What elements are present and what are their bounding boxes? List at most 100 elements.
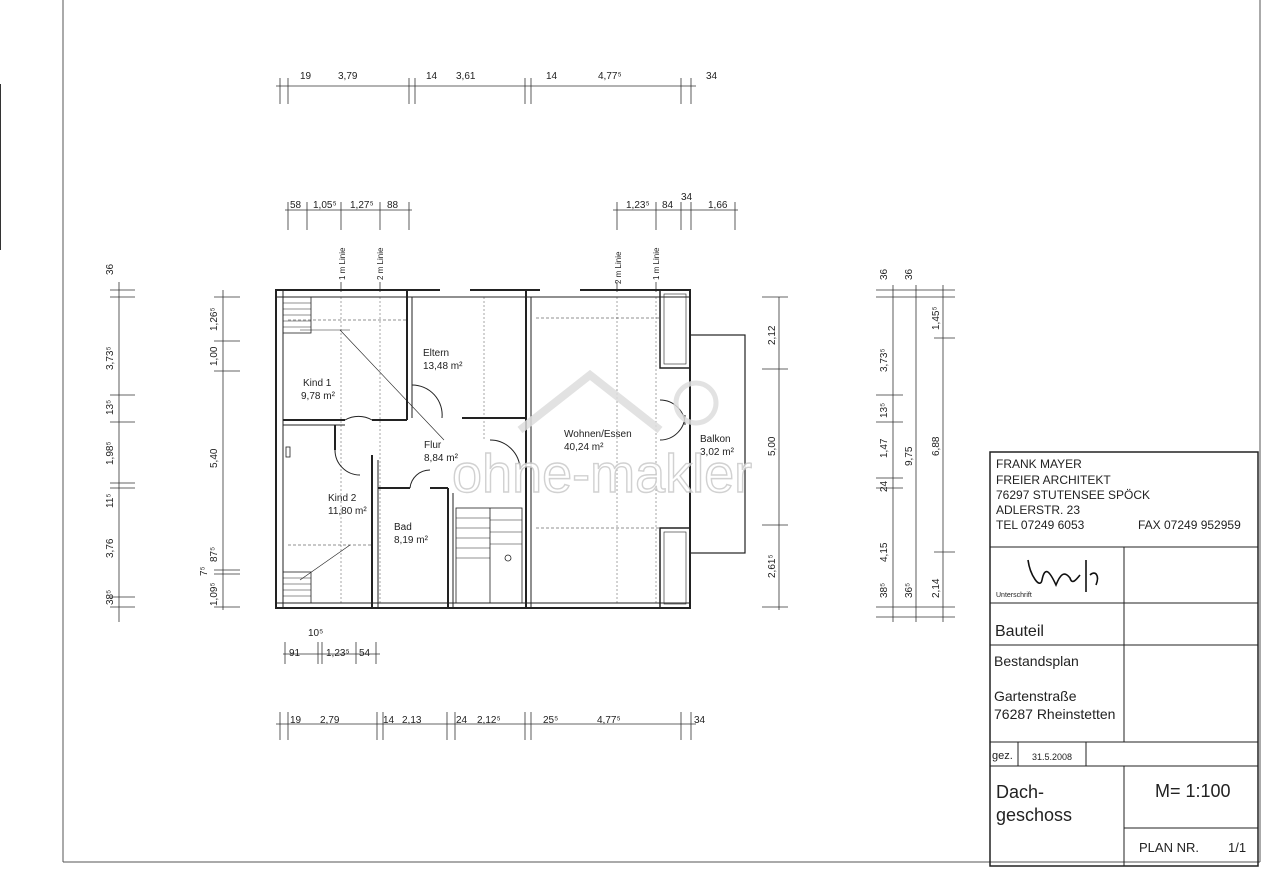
- dim-right-inner-2: 5,00: [767, 436, 778, 456]
- dimension-chain-left: [110, 282, 240, 622]
- sheet-border: [0, 0, 1261, 863]
- dim-left-outer-5: 11⁵: [105, 493, 116, 508]
- dim-right-a-1: 36: [879, 268, 890, 280]
- architect-tel: TEL 07249 6053: [996, 518, 1085, 532]
- dim-bottom-inner-1: 10⁵: [308, 628, 323, 639]
- room-bad-area: 8,19 m²: [394, 535, 429, 546]
- room-wohnen-name: Wohnen/Essen: [564, 429, 632, 440]
- bauteil-label: Bauteil: [995, 623, 1044, 640]
- floor-name-line1: Dach-: [996, 782, 1044, 802]
- dimension-chain-bottom: [276, 642, 696, 740]
- dim-left-outer-3: 13⁵: [105, 400, 116, 415]
- drawing-scale: M= 1:100: [1155, 781, 1231, 801]
- dim-right-b-1: 36: [904, 268, 915, 280]
- room-balkon-name: Balkon: [700, 434, 731, 445]
- dim-bottom-outer-3: 14: [383, 715, 395, 726]
- floor-plan-walls: [275, 288, 746, 609]
- room-flur-area: 8,84 m²: [424, 453, 459, 464]
- dimension-chain-top-outer: [276, 78, 696, 104]
- line-label-4: 1 m Linie: [652, 247, 661, 280]
- gez-label: gez.: [992, 750, 1013, 762]
- watermark-text: ohne-makler: [452, 444, 752, 504]
- dim-bottom-outer-5: 24: [456, 715, 468, 726]
- dim-left-outer-4: 1,98⁵: [105, 441, 116, 465]
- line-label-1: 1 m Linie: [338, 247, 347, 280]
- plan-type: Bestandsplan: [994, 653, 1079, 669]
- plan-number: 1/1: [1228, 840, 1246, 855]
- dim-right-c-2: 6,88: [931, 436, 942, 456]
- dim-right-c-1: 1,45⁵: [931, 306, 942, 330]
- dim-top-inner-left-2: 1,05⁵: [313, 200, 337, 211]
- room-eltern-area: 13,48 m²: [423, 361, 463, 372]
- signature-label: Unterschrift: [996, 592, 1032, 599]
- dim-top-inner-right-1: 1,23⁵: [626, 200, 650, 211]
- dim-left-inner-3: 5,40: [209, 448, 220, 468]
- architect-city: 76297 STUTENSEE SPÖCK: [996, 488, 1150, 502]
- dim-top-inner-right-3: 34: [681, 192, 693, 203]
- dim-bottom-inner-2: 91: [289, 648, 301, 659]
- dim-top-outer-1: 19: [300, 71, 312, 82]
- dim-left-inner-4: 87⁵: [209, 547, 220, 562]
- architect-fax: FAX 07249 952959: [1138, 518, 1241, 532]
- room-kind1-area: 9,78 m²: [301, 391, 336, 402]
- dim-bottom-inner-4: 54: [359, 648, 371, 659]
- tree-icon: [673, 380, 719, 426]
- dim-left-inner-6: 1,09⁵: [209, 582, 220, 606]
- dim-right-a-3: 13⁵: [879, 403, 890, 418]
- dim-bottom-outer-1: 19: [290, 715, 302, 726]
- dim-top-inner-right-2: 84: [662, 200, 674, 211]
- dimension-chain-top-inner: [285, 202, 738, 292]
- line-label-2: 2 m Linie: [376, 247, 385, 280]
- room-eltern-name: Eltern: [423, 348, 449, 359]
- dim-top-outer-5: 14: [546, 71, 558, 82]
- dim-bottom-outer-6: 2,12⁵: [477, 715, 501, 726]
- dim-right-b-3: 36⁵: [904, 583, 915, 598]
- address-street: Gartenstraße: [994, 688, 1077, 704]
- dim-bottom-outer-4: 2,13: [402, 715, 422, 726]
- address-city: 76287 Rheinstetten: [994, 706, 1115, 722]
- dim-left-outer-6: 3,76: [105, 538, 116, 558]
- room-kind2-area: 11,80 m²: [328, 506, 367, 517]
- architect-name: FRANK MAYER: [996, 457, 1082, 471]
- dim-top-outer-2: 3,79: [338, 71, 358, 82]
- dim-top-inner-left-3: 1,27⁵: [350, 200, 374, 211]
- line-label-3: 2 m Linie: [614, 251, 623, 284]
- room-kind2-name: Kind 2: [328, 493, 357, 504]
- dim-bottom-outer-9: 34: [694, 715, 706, 726]
- dim-top-outer-4: 3,61: [456, 71, 476, 82]
- architect-title: FREIER ARCHITEKT: [996, 473, 1111, 487]
- dim-right-a-7: 38⁵: [879, 583, 890, 598]
- signature: [1027, 559, 1099, 592]
- dim-top-inner-right-4: 1,66: [708, 200, 728, 211]
- dim-top-outer-6: 4,77⁵: [598, 71, 622, 82]
- dim-right-a-6: 4,15: [879, 542, 890, 562]
- room-wohnen-area: 40,24 m²: [564, 442, 604, 453]
- dim-bottom-outer-8: 4,77⁵: [597, 715, 621, 726]
- dim-left-outer-1: 36: [105, 263, 116, 275]
- floor-name-line2: geschoss: [996, 805, 1072, 825]
- dim-right-a-4: 1,47: [879, 438, 890, 458]
- drawing-date: 31.5.2008: [1032, 752, 1072, 762]
- house-icon: [517, 369, 663, 434]
- dim-top-inner-left-4: 88: [387, 200, 399, 211]
- title-block: [989, 451, 1259, 867]
- room-bad-name: Bad: [394, 522, 412, 533]
- architect-street: ADLERSTR. 23: [996, 503, 1080, 517]
- dim-right-inner-1: 2,12: [767, 325, 778, 345]
- dim-right-a-5: 24: [879, 480, 890, 492]
- dim-right-inner-3: 2,61⁵: [767, 554, 778, 578]
- dim-right-a-2: 3,73⁵: [879, 348, 890, 372]
- dim-left-outer-2: 3,73⁵: [105, 346, 116, 370]
- dim-bottom-inner-3: 1,23⁵: [326, 648, 350, 659]
- watermark: ohne-makler: [451, 369, 753, 505]
- dim-top-outer-7: 34: [706, 71, 718, 82]
- dimension-chain-right: [762, 285, 955, 622]
- dim-left-inner-1: 1,26⁵: [209, 307, 220, 331]
- dim-left-inner-2: 1,00: [209, 346, 220, 366]
- dim-right-c-3: 2,14: [931, 578, 942, 598]
- dim-right-b-2: 9,75: [904, 446, 915, 466]
- room-balkon-area: 3,02 m²: [700, 447, 735, 458]
- dim-left-outer-7: 38⁵: [105, 590, 116, 605]
- dim-bottom-outer-2: 2,79: [320, 715, 340, 726]
